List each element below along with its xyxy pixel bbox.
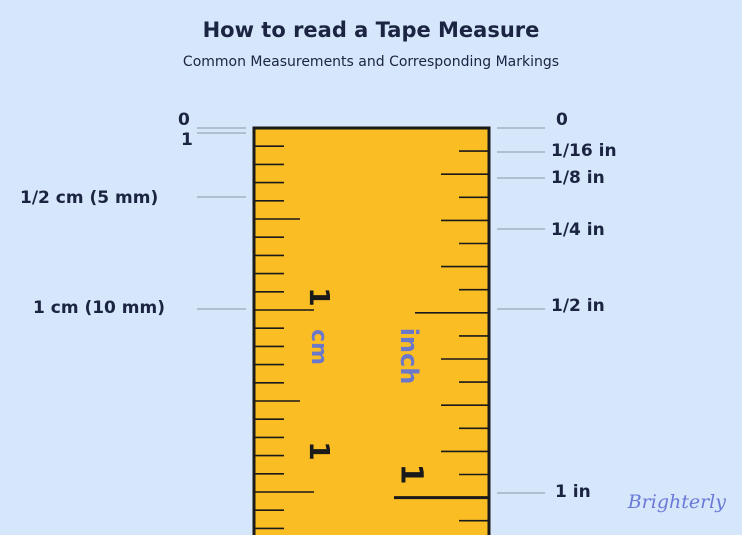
cm-numeral-2: 1 [303,441,336,460]
cm-numeral-1: 1 [303,287,336,306]
right-label-1-2: 1/2 in [551,296,605,316]
cm-ticks [254,145,314,530]
right-label-0: 0 [556,110,568,130]
inch-numeral-1: 1 [394,464,429,485]
cm-unit-label: cm [306,329,331,365]
inch-ticks [394,150,489,522]
left-label-0: 0 [178,110,190,130]
right-label-1-4: 1/4 in [551,220,605,240]
inch-unit-label: inch [395,328,423,385]
diagram-subtitle: Common Measurements and Corresponding Ma… [182,54,560,70]
leader-lines [197,127,545,494]
right-label-1-16: 1/16 in [551,141,617,161]
left-label-1: 1 [181,130,193,150]
brand-logo: Brighterly [627,491,726,513]
left-label-1cm: 1 cm (10 mm) [33,298,165,318]
right-label-1-8: 1/8 in [551,168,605,188]
right-label-1in: 1 in [555,482,591,502]
diagram-title: How to read a Tape Measure [202,18,540,42]
tape-body [252,126,491,535]
left-label-half-cm: 1/2 cm (5 mm) [20,188,159,208]
